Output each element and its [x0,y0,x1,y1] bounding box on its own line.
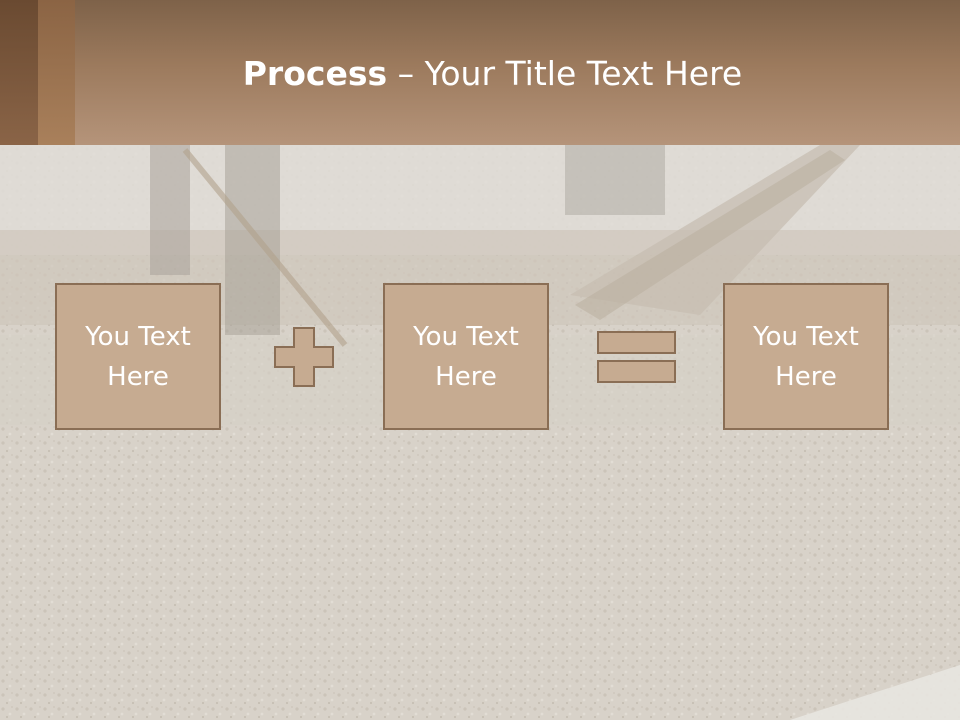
header-band [0,0,960,145]
process-box-text: You Text Here [413,321,519,392]
header-accent-strip [0,0,38,145]
process-box-3[interactable]: You Text Here [723,283,889,430]
process-box-text: You Text Here [85,321,191,392]
process-box-text: You Text Here [753,321,859,392]
concrete-pour-background-image [0,145,960,720]
title-rest-part: – Your Title Text Here [387,54,743,93]
slide-title[interactable]: Process – Your Title Text Here [75,52,910,96]
title-bold-part: Process [242,54,388,93]
process-box-1[interactable]: You Text Here [55,283,221,430]
plus-icon [274,327,334,387]
header-accent-strip [38,0,75,145]
equals-icon [597,331,676,383]
process-box-2[interactable]: You Text Here [383,283,549,430]
